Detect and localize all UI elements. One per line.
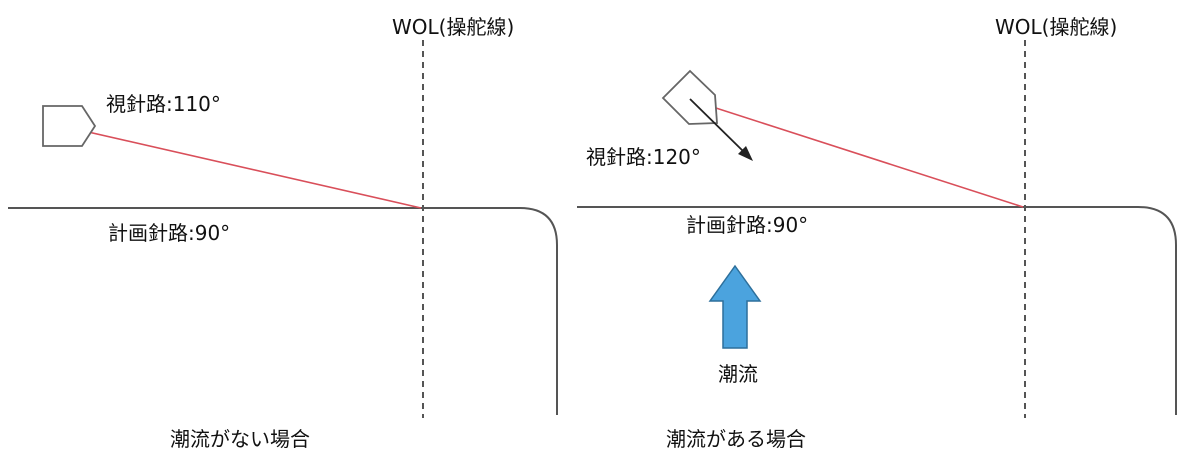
current-label: 潮流 (718, 362, 758, 386)
planned-course-label: 計画針路:90° (686, 213, 808, 237)
heading-line (687, 98, 1024, 208)
panel-caption: 潮流がある場合 (666, 427, 806, 451)
planned-course-label: 計画針路:90° (108, 221, 230, 245)
wol-label: WOL(操舵線) (392, 15, 514, 39)
heading-label: 視針路:120° (586, 145, 701, 169)
panel-with-current: WOL(操舵線) 視針路:120° 計画針路:90° 潮流 潮流がある場合 (577, 15, 1177, 451)
wol-label: WOL(操舵線) (995, 15, 1117, 39)
heading-line (61, 125, 422, 209)
panel-caption: 潮流がない場合 (170, 427, 310, 451)
panel-no-current: WOL(操舵線) 視針路:110° 計画針路:90° 潮流がない場合 (8, 15, 558, 451)
heading-label: 視針路:110° (106, 92, 221, 116)
drift-arrowhead-icon (738, 146, 753, 161)
planned-track-line (577, 206, 1177, 415)
current-arrow-icon (708, 264, 762, 349)
ship-icon (661, 69, 718, 125)
ship-icon (42, 105, 97, 147)
planned-track-line (8, 207, 558, 415)
drift-arrow-line (689, 98, 745, 153)
